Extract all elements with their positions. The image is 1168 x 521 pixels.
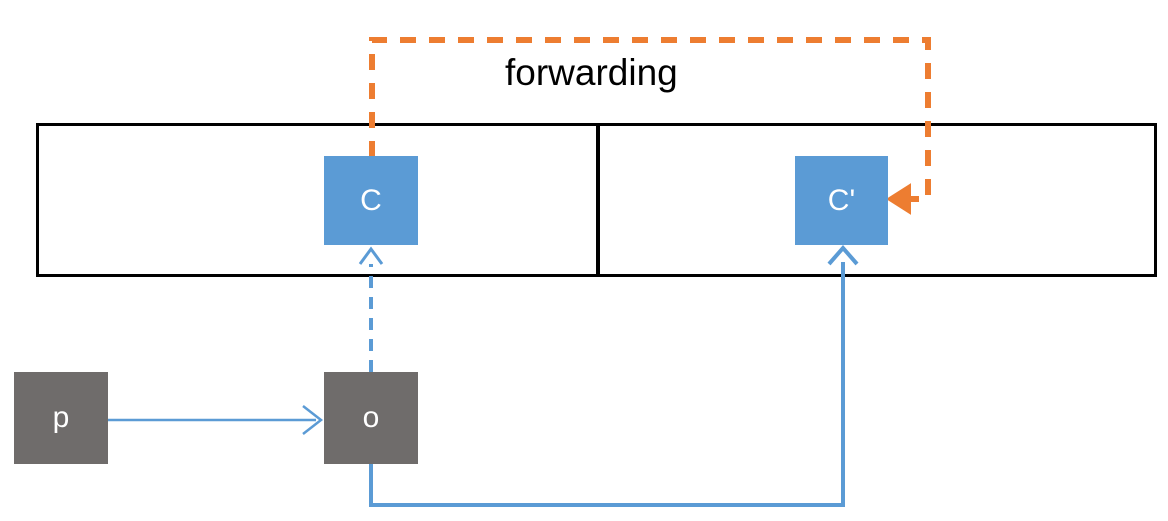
left-space-container [36, 123, 599, 277]
right-space-container [597, 123, 1157, 277]
edge-forwarding-arrowhead [886, 183, 911, 215]
edge-o-to-c-prime-reference [369, 262, 845, 507]
object-node-p-rect[interactable] [14, 372, 108, 464]
edge-o-to-c-arrowhead [358, 246, 384, 265]
edge-forwarding-c-to-c-prime [369, 37, 931, 202]
forwarding-label: forwarding [505, 52, 678, 93]
edge-p-to-o-arrowhead [302, 405, 324, 435]
edge-o-to-c-prime-arrowhead [827, 244, 859, 266]
cache-node-c-rect[interactable] [324, 156, 418, 245]
cache-node-c-prime-rect[interactable] [795, 156, 888, 245]
object-node-o-rect[interactable] [324, 372, 418, 464]
